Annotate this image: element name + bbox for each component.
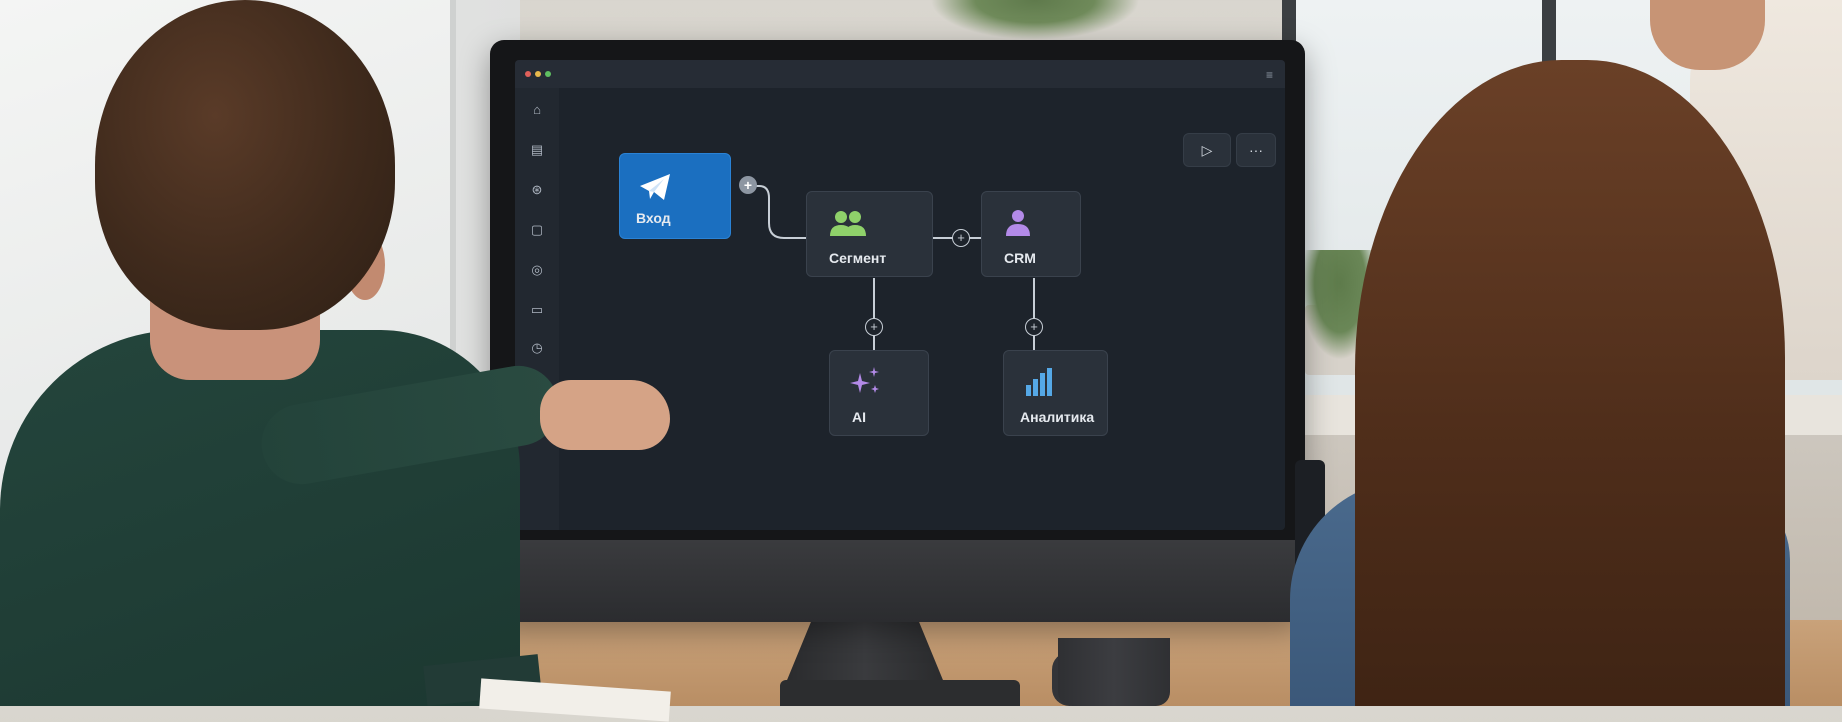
add-step-button[interactable]: + bbox=[1025, 318, 1043, 336]
person-icon bbox=[1006, 210, 1030, 236]
square-icon[interactable]: ▢ bbox=[530, 222, 544, 237]
plus-icon: + bbox=[743, 177, 753, 193]
person-standing-face bbox=[1650, 0, 1765, 70]
node-label: CRM bbox=[1004, 250, 1036, 266]
home-icon[interactable]: ⌂ bbox=[533, 102, 541, 117]
monitor-base bbox=[780, 680, 1020, 706]
document-icon[interactable]: ▤ bbox=[530, 142, 544, 157]
monitor-chin bbox=[490, 540, 1305, 622]
run-button[interactable]: ▷ bbox=[1183, 133, 1231, 167]
node-ai[interactable]: AI bbox=[829, 350, 929, 436]
window-titlebar: ≡ bbox=[515, 60, 1285, 89]
flow-canvas[interactable]: ▷ ··· + + + + bbox=[559, 88, 1285, 530]
users-icon[interactable]: ◎ bbox=[531, 262, 543, 277]
node-crm[interactable]: CRM bbox=[981, 191, 1081, 277]
node-label: Аналитика bbox=[1020, 409, 1095, 425]
hamburger-icon[interactable]: ≡ bbox=[1265, 68, 1273, 82]
node-analytics[interactable]: Аналитика bbox=[1003, 350, 1108, 436]
more-icon: ··· bbox=[1249, 142, 1263, 158]
node-segment[interactable]: Сегмент bbox=[806, 191, 933, 277]
sidebar: ⌂ ▤ ⊛ ▢ ◎ ▭ ◷ bbox=[515, 88, 560, 530]
monitor-stand bbox=[785, 615, 945, 685]
connector-entry-segment bbox=[749, 185, 814, 239]
app-screen: ≡ ⌂ ▤ ⊛ ▢ ◎ ▭ ◷ ▷ ··· + + bbox=[515, 60, 1285, 530]
close-dot[interactable] bbox=[525, 71, 531, 77]
integrations-icon[interactable]: ⊛ bbox=[531, 182, 543, 197]
minimize-dot[interactable] bbox=[535, 71, 541, 77]
plant bbox=[930, 0, 1140, 40]
person-pointing-head bbox=[95, 0, 395, 330]
node-entry[interactable]: Вход bbox=[619, 153, 731, 239]
person-sitting-hair bbox=[1355, 60, 1785, 706]
telegram-plane-icon bbox=[640, 174, 670, 200]
node-label: Сегмент bbox=[829, 250, 887, 266]
node-label: AI bbox=[852, 409, 866, 425]
add-step-button[interactable]: + bbox=[865, 318, 883, 336]
more-button[interactable]: ··· bbox=[1236, 133, 1276, 167]
add-step-button[interactable]: + bbox=[952, 229, 970, 247]
bar-chart-icon bbox=[1026, 368, 1052, 396]
coffee-mug bbox=[1058, 638, 1170, 706]
plus-icon: + bbox=[1030, 319, 1038, 334]
users-group-icon bbox=[830, 211, 866, 236]
plus-icon: + bbox=[957, 230, 965, 245]
plus-icon: + bbox=[870, 319, 878, 334]
maximize-dot[interactable] bbox=[545, 71, 551, 77]
clock-icon[interactable]: ◷ bbox=[531, 340, 543, 355]
play-icon: ▷ bbox=[1201, 142, 1213, 158]
add-step-button[interactable]: + bbox=[739, 176, 757, 194]
chat-icon[interactable]: ▭ bbox=[530, 302, 544, 317]
person-pointing-hand bbox=[540, 380, 670, 450]
node-label: Вход bbox=[636, 210, 671, 226]
sparkles-icon bbox=[850, 367, 879, 393]
